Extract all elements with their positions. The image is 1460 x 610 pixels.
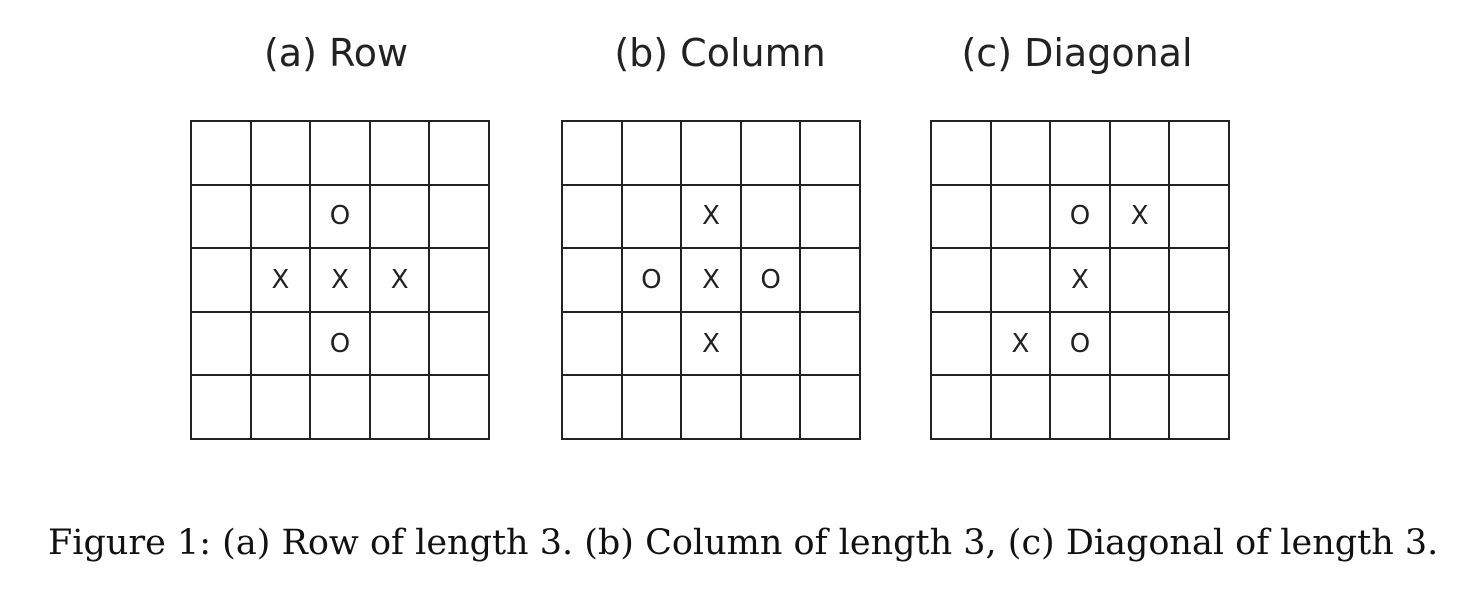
board-cell — [1051, 376, 1111, 440]
board-cell — [801, 312, 861, 377]
board-cell — [311, 122, 371, 186]
board-cell — [311, 376, 371, 440]
board-cell — [563, 376, 623, 440]
board-cell: X — [682, 249, 742, 313]
board-cell: X — [682, 185, 742, 250]
board-cell — [1170, 376, 1230, 440]
board-cell — [801, 122, 861, 186]
board-cell: O — [622, 249, 683, 313]
board-cell — [430, 185, 490, 250]
board-cell — [563, 185, 623, 250]
board-cell — [370, 185, 431, 250]
board-cell — [682, 122, 742, 186]
board-cell: X — [370, 249, 431, 313]
board-cell — [741, 312, 802, 377]
board-cell: O — [741, 249, 802, 313]
board-cell — [251, 312, 312, 377]
board-cell — [1170, 249, 1230, 313]
board-cell — [991, 122, 1052, 186]
board-cell — [563, 312, 623, 377]
board-cell — [370, 376, 431, 440]
board-cell — [251, 122, 312, 186]
board-cell — [370, 312, 431, 377]
figure-caption: Figure 1: (a) Row of length 3. (b) Colum… — [48, 523, 1439, 563]
board-cell: X — [251, 249, 312, 313]
panel-title-diagonal: (c) Diagonal — [961, 31, 1193, 75]
board-cell: X — [991, 312, 1052, 377]
panel-title-column: (b) Column — [614, 31, 826, 75]
board-cell: X — [311, 249, 371, 313]
board-cell — [932, 122, 992, 186]
board-cell — [192, 249, 252, 313]
board-cell — [622, 185, 683, 250]
board-cell — [622, 312, 683, 377]
board-cell — [370, 122, 431, 186]
board-cell — [192, 376, 252, 440]
board-cell — [932, 312, 992, 377]
board-cell — [932, 185, 992, 250]
board-cell — [251, 376, 312, 440]
board-cell — [932, 249, 992, 313]
board-cell — [430, 312, 490, 377]
panel-title-row: (a) Row — [263, 31, 409, 75]
board-cell — [192, 312, 252, 377]
board-cell — [741, 376, 802, 440]
board-cell — [430, 376, 490, 440]
board-cell: X — [682, 312, 742, 377]
board-cell — [682, 376, 742, 440]
board-cell — [563, 249, 623, 313]
board-cell — [741, 122, 802, 186]
board-cell — [430, 249, 490, 313]
board-cell — [1051, 122, 1111, 186]
board-cell — [622, 122, 683, 186]
board-cell — [932, 376, 992, 440]
board-cell: X — [1051, 249, 1111, 313]
board-cell: O — [1051, 185, 1111, 250]
board-cell — [1110, 376, 1171, 440]
board-cell — [1170, 185, 1230, 250]
board-cell — [741, 185, 802, 250]
board-cell — [1170, 122, 1230, 186]
board-cell — [563, 122, 623, 186]
board-cell: X — [1110, 185, 1171, 250]
board-cell — [1110, 122, 1171, 186]
board-cell — [192, 185, 252, 250]
board-cell — [1170, 312, 1230, 377]
board-cell — [430, 122, 490, 186]
board-cell — [991, 185, 1052, 250]
board-cell — [1110, 249, 1171, 313]
board-cell — [192, 122, 252, 186]
board-cell — [1110, 312, 1171, 377]
board-cell: O — [1051, 312, 1111, 377]
board-cell — [991, 249, 1052, 313]
board-cell — [622, 376, 683, 440]
board-cell — [801, 249, 861, 313]
board-cell — [801, 185, 861, 250]
board-cell: O — [311, 312, 371, 377]
board-cell — [251, 185, 312, 250]
board-cell — [801, 376, 861, 440]
board-cell: O — [311, 185, 371, 250]
board-cell — [991, 376, 1052, 440]
